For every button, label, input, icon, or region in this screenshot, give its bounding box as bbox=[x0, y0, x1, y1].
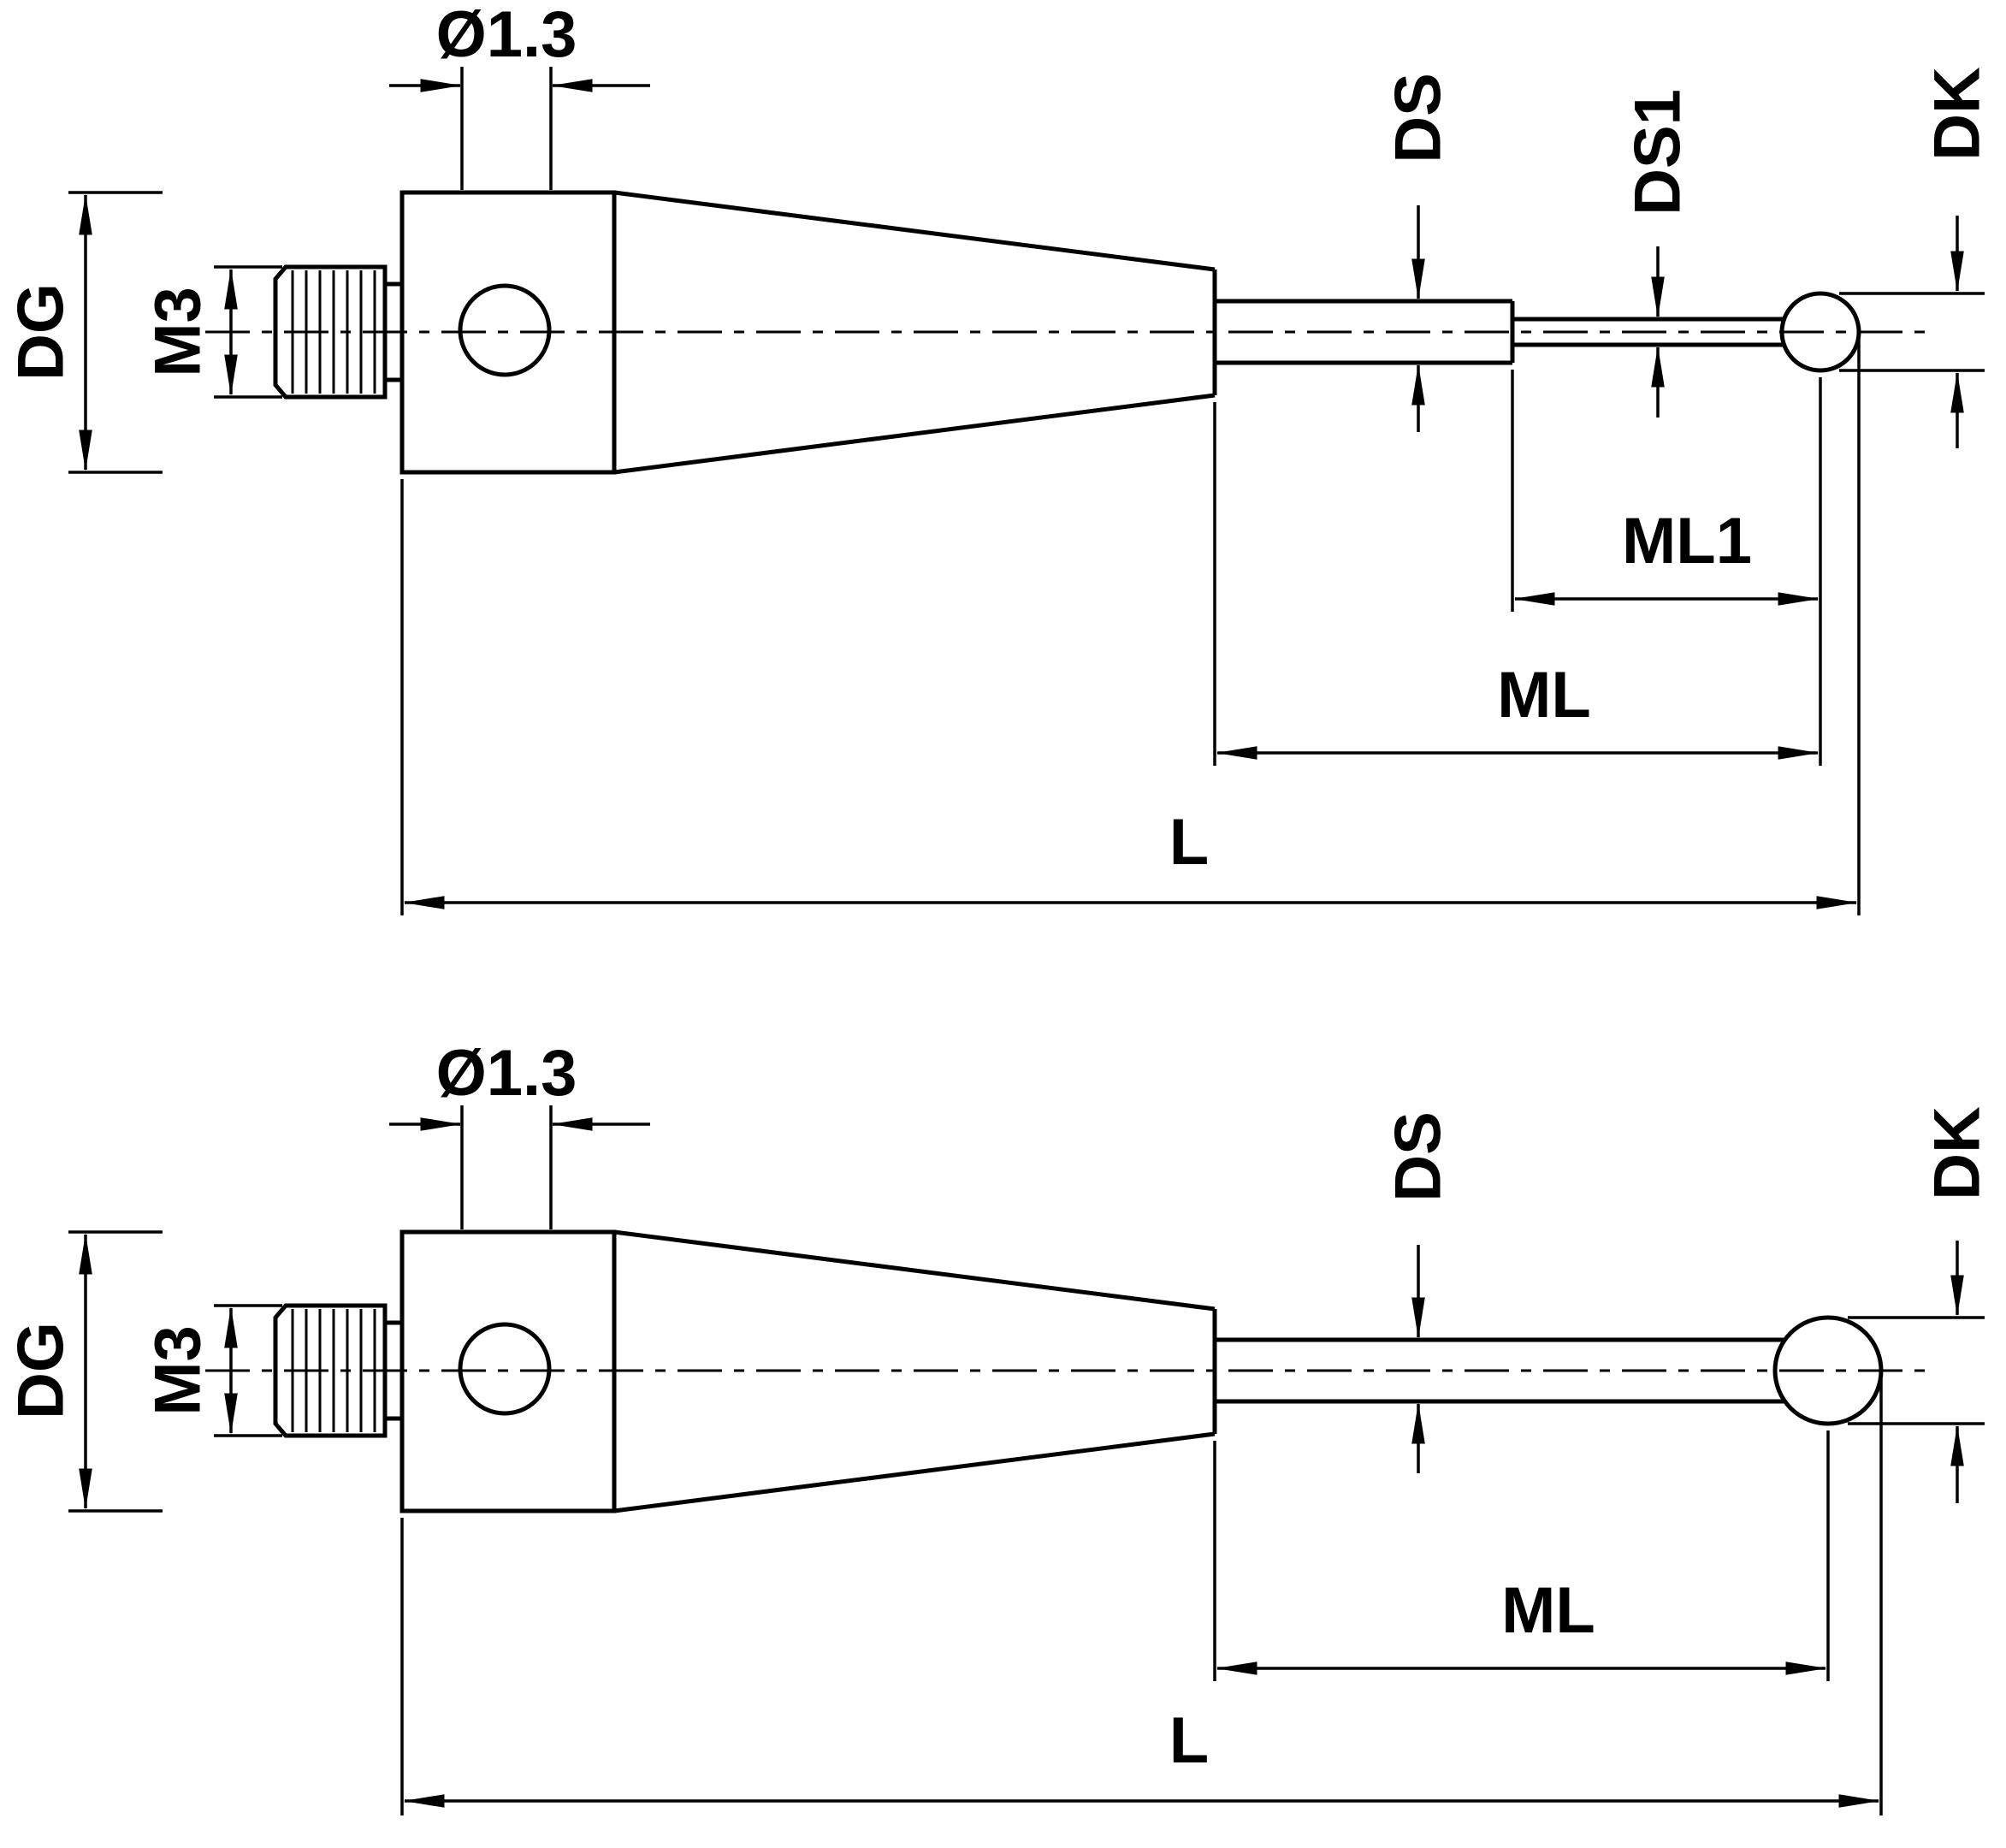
extension-lines bbox=[214, 265, 282, 399]
dim-ml: ML bbox=[1213, 1430, 1830, 1681]
label-ml: ML bbox=[1501, 1574, 1595, 1647]
stylus-stem-ds bbox=[1215, 1337, 1784, 1404]
label-hole-diameter: Ø1.3 bbox=[436, 0, 577, 71]
label-m3: M3 bbox=[142, 1325, 215, 1416]
top-stylus-part bbox=[205, 190, 1929, 475]
extension-lines bbox=[1511, 370, 1822, 766]
stylus-stem-ds1 bbox=[1512, 317, 1785, 347]
extension-lines bbox=[68, 1230, 163, 1513]
dim-m3: M3 bbox=[142, 1304, 282, 1437]
extension-lines bbox=[214, 1304, 282, 1437]
dim-m3: M3 bbox=[142, 265, 282, 399]
extension-lines bbox=[460, 1105, 553, 1229]
extension-lines bbox=[400, 339, 1861, 915]
dim-ml1: ML1 bbox=[1511, 370, 1822, 766]
dim-dg: DG bbox=[5, 191, 163, 474]
dim-hole-diameter: Ø1.3 bbox=[389, 0, 650, 190]
thread-outline bbox=[273, 1303, 388, 1438]
extension-lines bbox=[68, 191, 163, 474]
dim-l: L bbox=[400, 1379, 1883, 1815]
dim-dk: DK bbox=[1839, 67, 1994, 448]
label-dk: DK bbox=[1921, 67, 1994, 161]
mounting-hole bbox=[458, 283, 552, 377]
label-m3: M3 bbox=[142, 287, 215, 377]
label-ds: DS bbox=[1382, 73, 1455, 163]
dim-dg: DG bbox=[5, 1230, 163, 1513]
label-ds: DS bbox=[1382, 1111, 1455, 1202]
label-l: L bbox=[1169, 1704, 1209, 1777]
label-ml1: ML1 bbox=[1622, 505, 1752, 578]
thread-neck bbox=[385, 281, 402, 382]
label-ds1: DS1 bbox=[1622, 89, 1695, 216]
label-ml: ML bbox=[1497, 659, 1591, 732]
label-hole-diameter: Ø1.3 bbox=[436, 1037, 577, 1110]
bottom-stylus-part bbox=[205, 1229, 1929, 1513]
dim-dk: DK bbox=[1848, 1106, 1994, 1503]
extension-lines bbox=[1848, 1316, 1985, 1425]
top-stylus-drawing: Ø1.3 DG M3 DS DS1 bbox=[5, 0, 1994, 915]
thread-outline bbox=[273, 264, 388, 400]
label-dk: DK bbox=[1921, 1106, 1994, 1200]
extension-lines bbox=[1839, 292, 1985, 372]
dim-ds1: DS1 bbox=[1622, 89, 1695, 418]
bottom-stylus-drawing: Ø1.3 DG M3 DS DK bbox=[5, 1037, 1994, 1815]
mounting-hole bbox=[458, 1322, 552, 1416]
stylus-stem-ds bbox=[1215, 299, 1515, 365]
dim-ds: DS bbox=[1382, 73, 1455, 432]
dim-l: L bbox=[400, 339, 1861, 915]
extension-lines bbox=[460, 67, 553, 190]
label-dg: DG bbox=[5, 283, 78, 381]
label-l: L bbox=[1169, 806, 1209, 879]
label-dg: DG bbox=[5, 1322, 78, 1419]
extension-lines bbox=[1213, 1430, 1830, 1681]
dim-ds: DS bbox=[1382, 1111, 1455, 1473]
dim-ml: ML bbox=[1213, 402, 1820, 766]
dim-hole-diameter: Ø1.3 bbox=[389, 1037, 650, 1229]
extension-lines bbox=[400, 1379, 1883, 1815]
thread-neck bbox=[385, 1320, 402, 1421]
